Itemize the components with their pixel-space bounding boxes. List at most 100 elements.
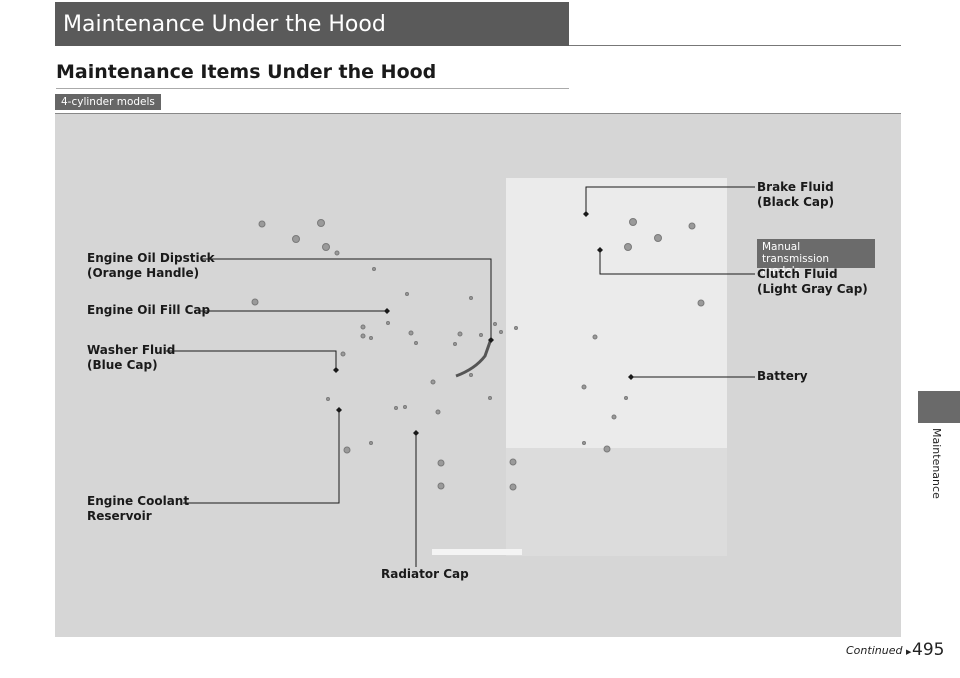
bolt-marker: [624, 396, 628, 400]
badge-line: Manual transmission: [762, 241, 830, 265]
bolt-marker: [405, 292, 409, 296]
dipstick-point: [488, 337, 494, 343]
triangle-right-icon: ▶: [905, 648, 912, 656]
callout-line: Engine Oil Dipstick: [87, 251, 215, 265]
bolt-marker: [603, 445, 611, 453]
bolt-marker: [697, 299, 705, 307]
bolt-marker: [509, 458, 517, 466]
page-title: Maintenance Under the Hood: [55, 2, 569, 46]
bolt-marker: [258, 220, 266, 228]
dipstick-shape: [455, 338, 493, 378]
bolt-marker: [611, 414, 617, 420]
model-tag: 4-cylinder models: [55, 94, 161, 110]
bolt-marker: [453, 342, 457, 346]
callout-engine-coolant: Engine Coolant Reservoir: [87, 494, 189, 524]
bolt-marker: [292, 235, 300, 243]
callout-line: (Black Cap): [757, 195, 835, 209]
bolt-marker: [582, 441, 586, 445]
bumper-strip: [432, 549, 522, 555]
callout-line: Brake Fluid: [757, 180, 834, 194]
dipstick-leader: [202, 258, 492, 340]
section-tab-label: Maintenance: [930, 428, 943, 499]
bolt-marker: [624, 243, 632, 251]
callout-line: Engine Coolant: [87, 494, 190, 508]
bolt-marker: [386, 321, 390, 325]
bolt-marker: [326, 397, 330, 401]
callout-engine-oil-dipstick: Engine Oil Dipstick (Orange Handle): [87, 251, 215, 281]
callout-line: (Blue Cap): [87, 358, 158, 372]
bolt-marker: [369, 441, 373, 445]
callout-line: Clutch Fluid: [757, 267, 838, 281]
bolt-marker: [343, 446, 351, 454]
bolt-marker: [437, 482, 445, 490]
callout-battery: Battery: [757, 369, 808, 384]
callout-brake-fluid: Brake Fluid (Black Cap): [757, 180, 834, 210]
bolt-marker: [457, 331, 463, 337]
page-title-text: Maintenance Under the Hood: [63, 11, 386, 37]
callout-line: Battery: [757, 369, 808, 383]
coolant-leader: [183, 410, 340, 504]
callout-line: (Orange Handle): [87, 266, 200, 280]
callout-line: Radiator Cap: [381, 567, 469, 581]
clutch-fluid-point: [597, 247, 603, 253]
bolt-marker: [430, 379, 436, 385]
bolt-marker: [435, 409, 441, 415]
bolt-marker: [469, 296, 473, 300]
battery-point: [628, 374, 634, 380]
callout-line: Reservoir: [87, 509, 152, 523]
callout-engine-oil-fill-cap: Engine Oil Fill Cap: [87, 303, 210, 318]
callout-line: (Light Gray Cap): [757, 282, 868, 296]
radiator-cap-point: [413, 430, 419, 436]
bolt-marker: [688, 222, 696, 230]
brake-fluid-leader: [585, 186, 755, 214]
bolt-marker: [509, 483, 517, 491]
bolt-marker: [360, 333, 366, 339]
bolt-marker: [408, 330, 414, 336]
bolt-marker: [403, 405, 407, 409]
title-divider: [569, 45, 901, 46]
callout-radiator-cap: Radiator Cap: [381, 567, 469, 582]
bolt-marker: [479, 333, 483, 337]
page-number: 495: [912, 640, 945, 660]
callout-clutch-fluid: Clutch Fluid (Light Gray Cap): [757, 267, 868, 297]
callout-line: Engine Oil Fill Cap: [87, 303, 211, 317]
callout-washer-fluid: Washer Fluid (Blue Cap): [87, 343, 175, 373]
section-tab[interactable]: [918, 391, 960, 423]
bolt-marker: [581, 384, 587, 390]
bolt-marker: [488, 396, 492, 400]
callout-line: Washer Fluid: [87, 343, 176, 357]
bolt-marker: [514, 326, 518, 330]
oil-fill-cap-point: [384, 308, 390, 314]
washer-fluid-point: [333, 367, 339, 373]
clutch-fluid-leader: [599, 250, 755, 275]
bolt-marker: [654, 234, 662, 242]
manual-transmission-badge: Manual transmission models: [757, 239, 875, 277]
bolt-marker: [394, 406, 398, 410]
washer-fluid-leader: [166, 350, 337, 370]
bolt-marker: [493, 322, 497, 326]
bolt-marker: [469, 373, 473, 377]
bolt-marker: [251, 298, 259, 306]
section-heading: Maintenance Items Under the Hood: [56, 61, 437, 83]
engine-bay-figure: [55, 113, 901, 637]
bolt-marker: [317, 219, 325, 227]
bolt-marker: [414, 341, 418, 345]
bolt-marker: [629, 218, 637, 226]
bolt-marker: [334, 250, 340, 256]
bolt-marker: [322, 243, 330, 251]
brake-fluid-point: [583, 211, 589, 217]
engine-panel-lower: [506, 448, 727, 556]
section-divider: [56, 88, 569, 89]
bolt-marker: [369, 336, 373, 340]
bolt-marker: [437, 459, 445, 467]
engine-panel-light: [506, 178, 727, 448]
coolant-point: [336, 407, 342, 413]
bolt-marker: [372, 267, 376, 271]
badge-line: models: [762, 265, 801, 277]
leader-lines: [166, 186, 755, 567]
continued-label: Continued ▶: [846, 644, 911, 657]
bolt-marker: [340, 351, 346, 357]
continued-text: Continued: [846, 644, 903, 657]
bolt-marker: [592, 334, 598, 340]
bolt-marker: [360, 324, 366, 330]
